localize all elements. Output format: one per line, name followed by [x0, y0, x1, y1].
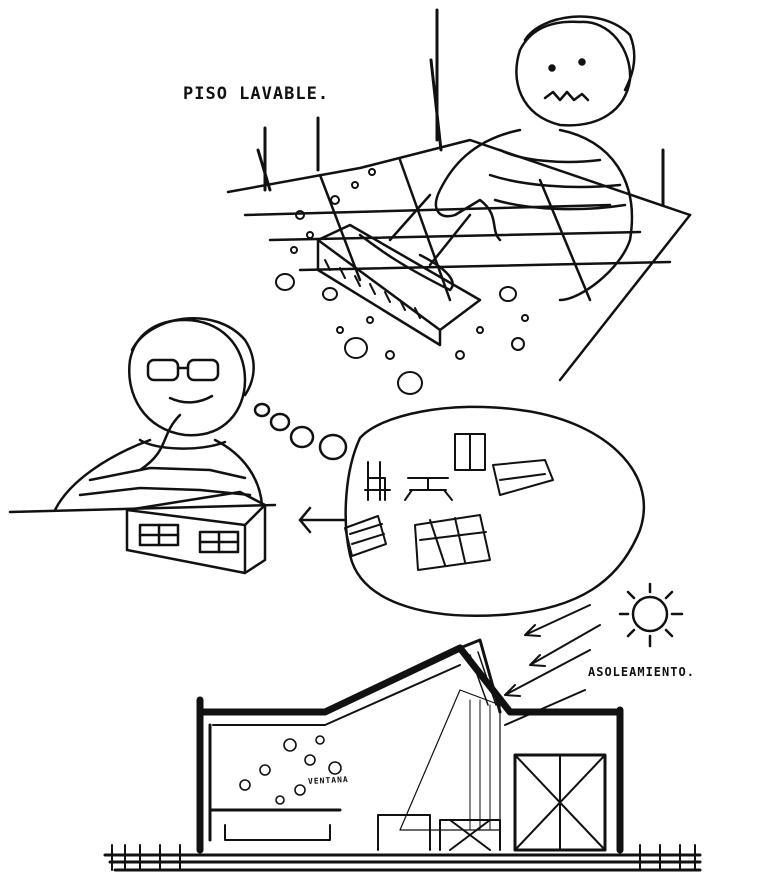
arrow-icon [300, 508, 345, 532]
building-model-icon [127, 492, 265, 573]
sunlight-label: ASOLEAMIENTO. [588, 665, 695, 679]
furniture-icons [345, 434, 553, 570]
thought-bubble-icon [255, 404, 644, 616]
sun-icon [620, 584, 682, 646]
scene-thinking [10, 318, 644, 616]
sun-rays-icon [505, 605, 600, 725]
washable-floor-label: PISO LAVABLE. [183, 84, 329, 104]
scene-floor-scrub [228, 10, 690, 394]
dirt-particles-icon [276, 169, 528, 394]
scene-section [105, 584, 700, 870]
person-with-glasses-icon [55, 318, 262, 510]
